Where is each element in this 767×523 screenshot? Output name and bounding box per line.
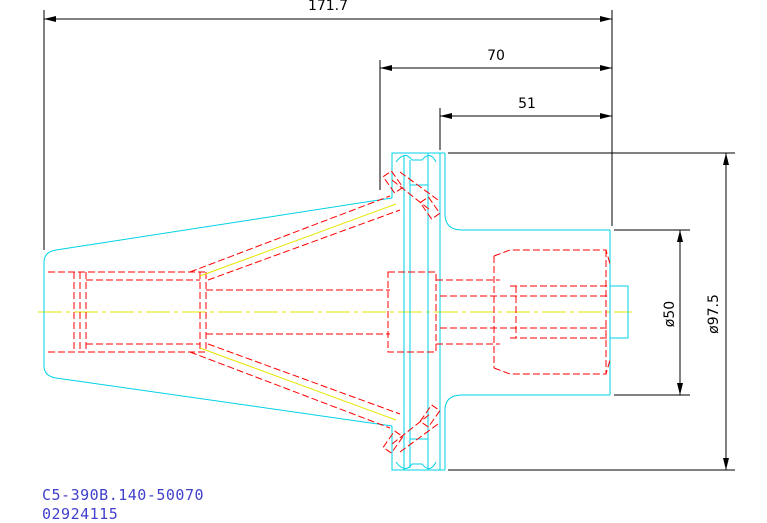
part-outline bbox=[43, 152, 629, 471]
coolant-axis-lines bbox=[199, 203, 397, 421]
dim-text-shank-length: 51 bbox=[518, 96, 536, 112]
hidden-features bbox=[48, 170, 611, 454]
drawing-number-label: 02924115 bbox=[42, 505, 119, 523]
dim-text-overall-length: 171.7 bbox=[308, 0, 348, 14]
dim-text-bore-diameter: ø50 bbox=[662, 301, 678, 327]
dim-text-flange-diameter: ø97.5 bbox=[706, 294, 722, 334]
part-number-label: C5-390B.140-50070 bbox=[42, 486, 205, 504]
dimension-lines bbox=[43, 10, 735, 471]
dim-text-flange-to-end: 70 bbox=[487, 48, 505, 64]
